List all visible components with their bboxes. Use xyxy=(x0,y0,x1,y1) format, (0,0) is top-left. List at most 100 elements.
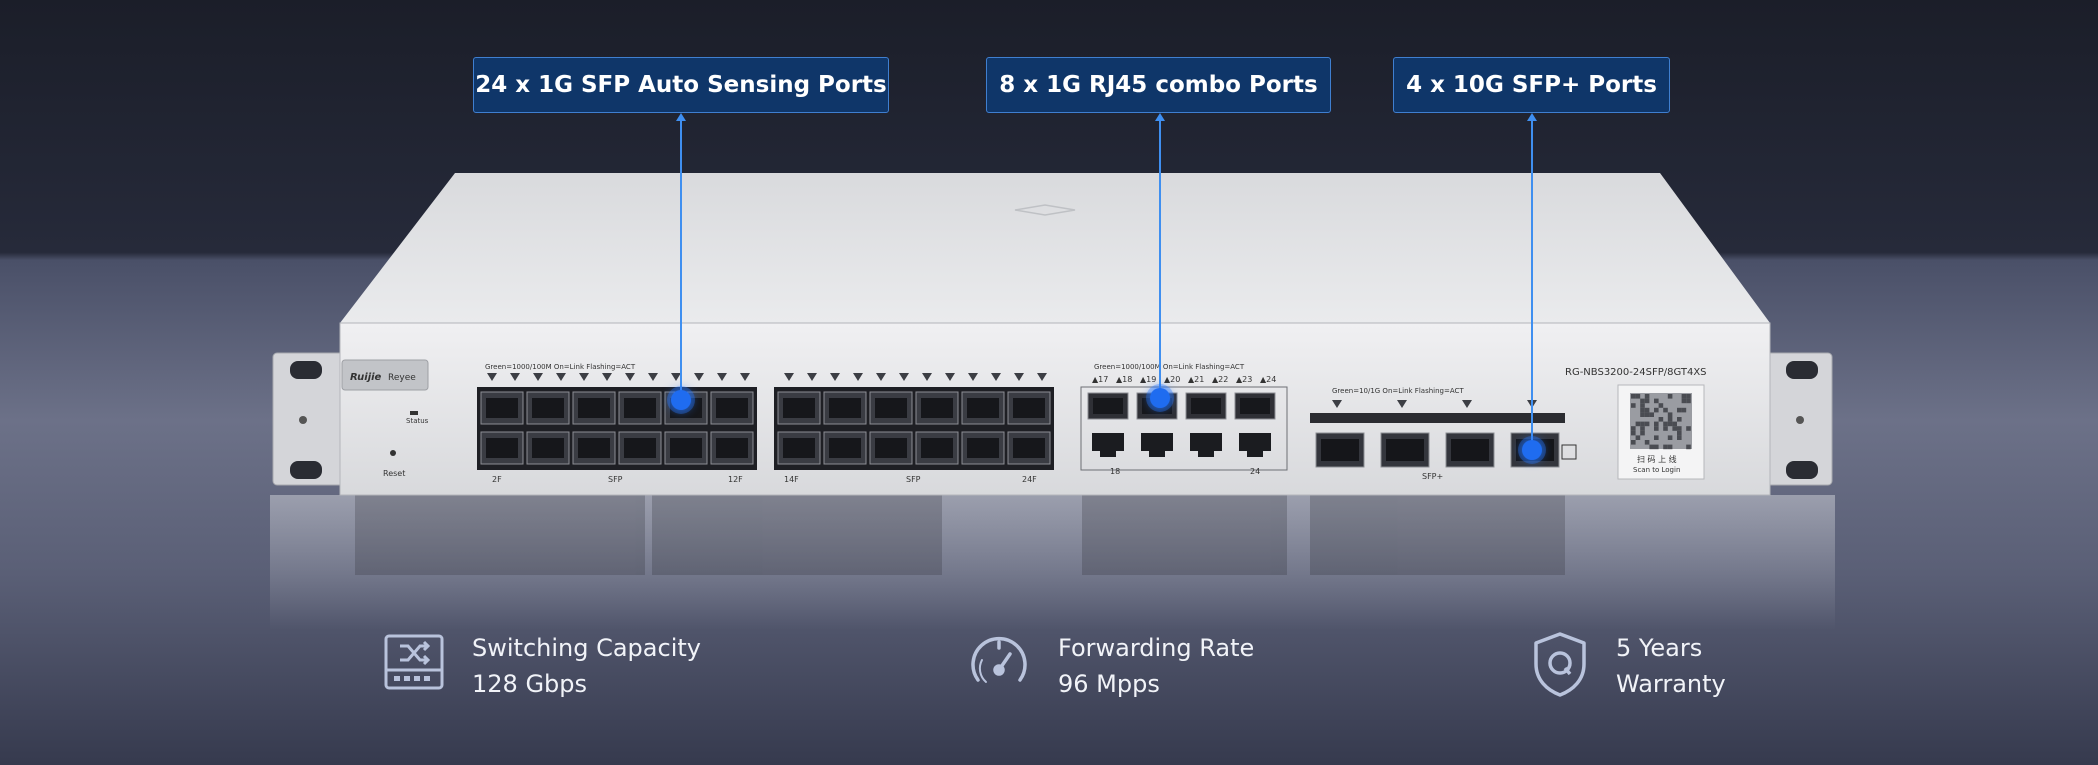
qr-module xyxy=(1635,394,1641,399)
combo-sfp-port-slot[interactable] xyxy=(1191,398,1221,414)
sfp-port-slot[interactable] xyxy=(875,438,907,458)
sfp-group-2-end-label: 24F xyxy=(1022,475,1037,484)
speedometer-icon xyxy=(966,630,1032,696)
sfp-port-slot[interactable] xyxy=(532,438,564,458)
qr-module xyxy=(1654,435,1659,440)
qr-module xyxy=(1663,426,1668,431)
qr-module xyxy=(1663,444,1668,450)
qr-module xyxy=(1677,426,1682,431)
sfp-port-slot[interactable] xyxy=(624,438,656,458)
sfp-port-slot[interactable] xyxy=(670,438,702,458)
sfp-port-slot[interactable] xyxy=(967,438,999,458)
callout-sfp-label: 24 x 1G SFP Auto Sensing Ports xyxy=(475,72,887,98)
callout-sfp-dot xyxy=(671,390,691,410)
qr-module xyxy=(1686,426,1691,431)
feature-switching-value: 128 Gbps xyxy=(472,670,588,698)
qr-module xyxy=(1640,403,1645,408)
sfpplus-port-slot[interactable] xyxy=(1321,439,1359,461)
callout-rj45-line xyxy=(1159,118,1161,398)
combo-led-legend: Green=1000/100M On=Link Flashing=ACT xyxy=(1094,363,1245,371)
sfp-port-slot[interactable] xyxy=(829,438,861,458)
qr-module xyxy=(1640,421,1645,427)
sfp-group-1-end-label: 12F xyxy=(728,475,743,484)
sfp-port-slot[interactable] xyxy=(1013,398,1045,418)
sfp-port-slot[interactable] xyxy=(967,398,999,418)
sfp-led xyxy=(968,373,978,381)
sfp-led xyxy=(510,373,520,381)
callout-rj45-dot xyxy=(1150,388,1170,408)
sfp-port-slot[interactable] xyxy=(716,438,748,458)
reset-label: Reset xyxy=(383,469,405,478)
feature-switching-capacity: Switching Capacity 128 Gbps xyxy=(382,630,701,702)
qr-module xyxy=(1644,407,1650,413)
sfp-group-1-start-label: 2F xyxy=(492,475,502,484)
sfp-port-slot[interactable] xyxy=(716,398,748,418)
switch-top-cover xyxy=(340,173,1770,323)
sfp-led xyxy=(740,373,750,381)
qr-module xyxy=(1677,417,1682,422)
sfpplus-led xyxy=(1332,400,1342,408)
sfpplus-led-legend: Green=10/1G On=Link Flashing=ACT xyxy=(1332,387,1464,395)
qr-module xyxy=(1635,421,1641,427)
sfp-port-slot[interactable] xyxy=(624,398,656,418)
combo-sfp-port-slot[interactable] xyxy=(1093,398,1123,414)
qr-module xyxy=(1640,412,1645,417)
sfp-group-2-mid-label: SFP xyxy=(906,475,921,484)
sfp-port-slot[interactable] xyxy=(578,438,610,458)
qr-module xyxy=(1649,444,1654,450)
combo-sfp-port-slot[interactable] xyxy=(1240,398,1270,414)
sfp-led xyxy=(694,373,704,381)
sfp-port-slot[interactable] xyxy=(578,398,610,418)
sfpplus-led xyxy=(1397,400,1407,408)
sub-brand-name: Reyee xyxy=(388,373,416,383)
callout-sfpplus-ports: 4 x 10G SFP+ Ports xyxy=(1393,57,1670,113)
feature-warranty: 5 Years Warranty xyxy=(1530,630,1726,702)
sfp-led xyxy=(533,373,543,381)
qr-module xyxy=(1644,421,1650,427)
sfp-port-slot[interactable] xyxy=(486,438,518,458)
callout-sfp-line xyxy=(680,118,682,400)
qr-module xyxy=(1677,407,1682,413)
callout-sfpplus-line xyxy=(1531,118,1533,450)
qr-module xyxy=(1640,430,1645,436)
sfp-port-slot[interactable] xyxy=(829,398,861,418)
sfp-port-slot[interactable] xyxy=(921,438,953,458)
sfp-group-2-cage xyxy=(774,387,1054,470)
sfp-port-slot[interactable] xyxy=(783,398,815,418)
callout-sfpplus-label: 4 x 10G SFP+ Ports xyxy=(1406,72,1657,98)
combo-top-label: ▲21 xyxy=(1188,375,1204,384)
sfp-led xyxy=(1014,373,1024,381)
combo-top-label: ▲20 xyxy=(1164,375,1180,384)
brand-badge xyxy=(341,359,429,391)
callout-sfp-arrow xyxy=(676,113,686,121)
qr-module xyxy=(1640,426,1645,431)
console-port xyxy=(1561,444,1577,460)
qr-module xyxy=(1644,412,1650,417)
sfp-led xyxy=(671,373,681,381)
sfpplus-port-slot[interactable] xyxy=(1386,439,1424,461)
sfp-port-slot[interactable] xyxy=(875,398,907,418)
rack-ear-left-screw xyxy=(299,416,307,424)
qr-module xyxy=(1681,398,1687,404)
feature-forwarding-value: 96 Mpps xyxy=(1058,670,1160,698)
rj45-port xyxy=(1092,433,1124,457)
feature-warranty-line2: Warranty xyxy=(1616,670,1726,698)
sfp-port-slot[interactable] xyxy=(783,438,815,458)
sfpplus-port-slot[interactable] xyxy=(1451,439,1489,461)
callout-sfpplus-arrow xyxy=(1527,113,1537,121)
callout-rj45-arrow xyxy=(1155,113,1165,121)
sfp-port-slot[interactable] xyxy=(921,398,953,418)
sfp-group-1-cage xyxy=(477,387,757,470)
sfp-port-slot[interactable] xyxy=(1013,438,1045,458)
reset-button[interactable] xyxy=(390,450,396,456)
qr-module xyxy=(1667,412,1673,417)
qr-caption-en: Scan to Login xyxy=(1633,466,1680,474)
sfp-port-slot[interactable] xyxy=(532,398,564,418)
sfp-port-slot[interactable] xyxy=(486,398,518,418)
callout-rj45-label: 8 x 1G RJ45 combo Ports xyxy=(999,72,1318,98)
qr-module xyxy=(1686,394,1691,399)
qr-module xyxy=(1677,435,1682,440)
rack-ear-left-slot-bottom xyxy=(290,461,322,479)
combo-top-label: ▲23 xyxy=(1236,375,1252,384)
qr-module xyxy=(1631,430,1636,436)
